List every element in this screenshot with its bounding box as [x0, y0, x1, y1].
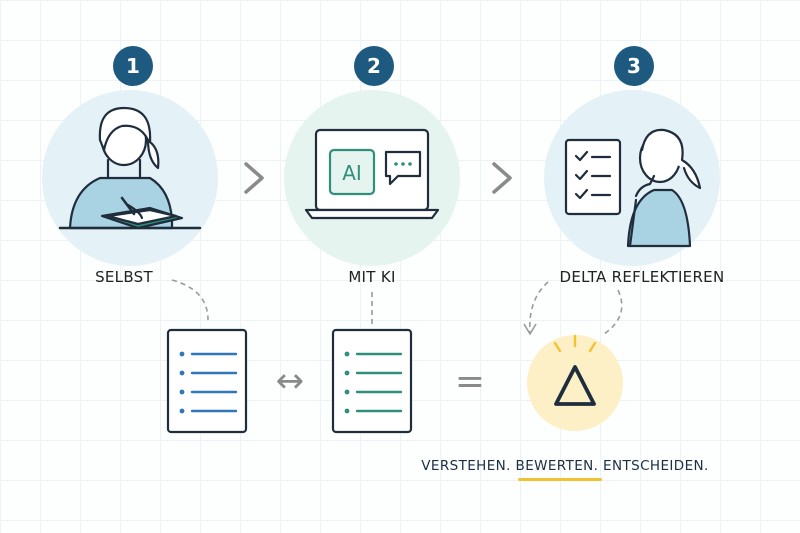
compare-arrow-icon: ↔ [276, 361, 305, 401]
screen-ai-text: AI [342, 161, 362, 185]
arrowhead-icon [523, 323, 537, 336]
step-1-label: SELBST [95, 268, 153, 286]
person-writing-icon [58, 106, 202, 230]
chevron-right-icon-2 [492, 162, 512, 194]
tagline-underline [518, 478, 602, 481]
document-selbst-icon [166, 328, 248, 434]
connector-selbst [171, 279, 209, 321]
connector-delta-left [529, 281, 549, 333]
step-3-badge: 3 [614, 46, 654, 86]
connector-delta-right [603, 289, 623, 335]
tagline: VERSTEHEN. BEWERTEN. ENTSCHEIDEN. [421, 458, 709, 474]
person-thinking-icon [564, 128, 702, 248]
sparkle-icon [553, 334, 597, 353]
step-1-badge: 1 [113, 46, 153, 86]
equals-sign: = [455, 361, 485, 402]
document-mitki-icon [331, 328, 413, 434]
delta-icon [554, 365, 596, 406]
chevron-right-icon-1 [244, 162, 264, 194]
step-3-label: DELTA REFLEKTIEREN [559, 268, 725, 286]
step-2-label: MIT KI [348, 268, 396, 286]
step-2-badge: 2 [354, 46, 394, 86]
delta-circle [527, 335, 623, 431]
laptop-icon [304, 128, 440, 220]
